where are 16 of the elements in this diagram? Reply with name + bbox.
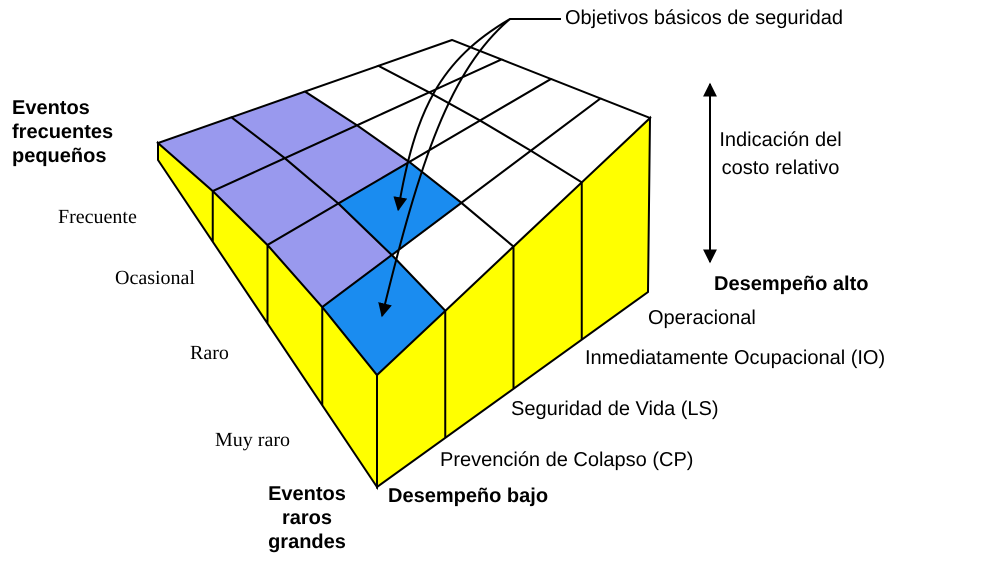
event-category-label: Eventos raros grandes: [267, 482, 347, 554]
performance-level-label: Seguridad de Vida (LS): [511, 397, 719, 421]
performance-level-label: Inmediatamente Ocupacional (IO): [585, 346, 886, 370]
performance-category-label: Desempeño bajo: [388, 484, 548, 508]
frequency-label: Frecuente: [58, 205, 137, 229]
event-category-label: Eventos frecuentes pequeños: [12, 96, 114, 168]
performance-category-label: Desempeño alto: [714, 272, 868, 296]
performance-level-label: Prevención de Colapso (CP): [440, 448, 694, 472]
axis-label: Indicación del costo relativo: [718, 128, 843, 181]
performance-level-label: Operacional: [648, 306, 756, 330]
frequency-label: Ocasional: [115, 266, 195, 290]
highlighted-cell: [320, 254, 447, 376]
frequency-label: Muy raro: [215, 428, 290, 452]
highlighted-cell: [336, 160, 464, 256]
callout-label: Objetivos básicos de seguridad: [565, 7, 843, 29]
frequency-label: Raro: [190, 341, 229, 365]
